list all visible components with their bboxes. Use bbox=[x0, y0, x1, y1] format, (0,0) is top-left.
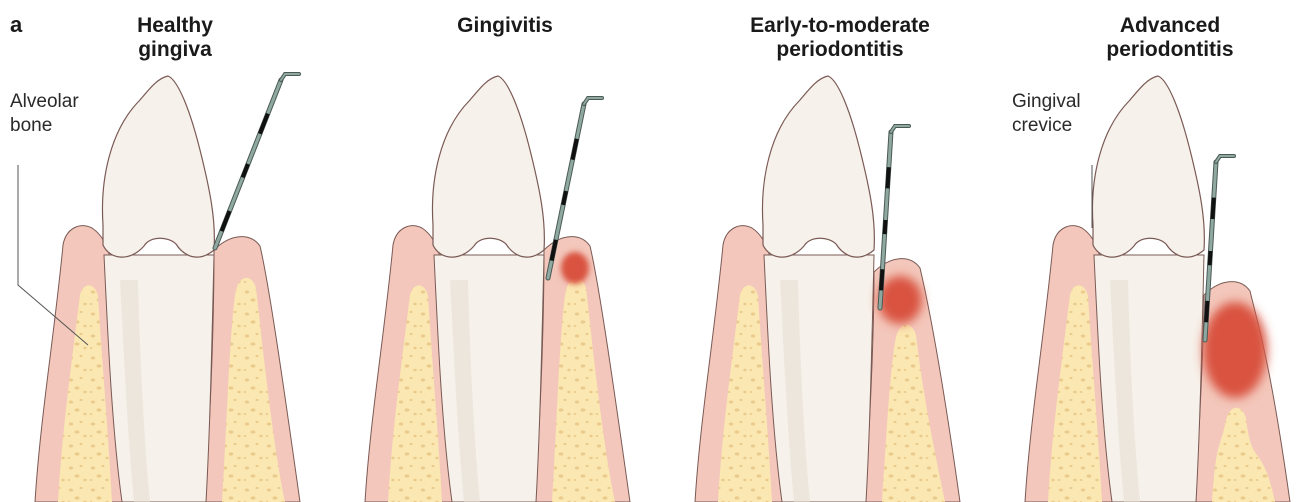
stage-illustration-healthy bbox=[35, 74, 300, 502]
inflammation-area bbox=[561, 252, 589, 284]
inflammation-area bbox=[878, 276, 922, 324]
tooth-root bbox=[104, 255, 214, 502]
probe-mark bbox=[260, 114, 268, 134]
probe-mark bbox=[881, 269, 882, 290]
tooth-crown bbox=[432, 76, 544, 257]
probe-mark bbox=[243, 164, 248, 177]
tooth-crown bbox=[1092, 76, 1204, 257]
probe-mark bbox=[222, 211, 230, 231]
stage-title-gingivitis: Gingivitis bbox=[420, 14, 590, 38]
tooth-root bbox=[1094, 255, 1204, 502]
probe-mark bbox=[563, 191, 566, 205]
tooth-root bbox=[434, 255, 544, 502]
inflammation-area bbox=[1203, 302, 1267, 398]
stage-title-healthy: Healthy gingiva bbox=[90, 14, 260, 62]
label-gingival-crevice: Gingival crevice bbox=[1012, 90, 1081, 138]
probe-mark bbox=[1206, 301, 1207, 322]
tooth-crown bbox=[102, 76, 214, 257]
probe-mark bbox=[1210, 251, 1211, 265]
stage-illustration-advanced-periodontitis bbox=[1025, 76, 1290, 502]
panel-letter: a bbox=[10, 12, 22, 38]
probe-mark bbox=[572, 139, 576, 160]
stage-title-advanced-periodontitis: Advanced periodontitis bbox=[1085, 14, 1255, 62]
stage-illustration-gingivitis bbox=[365, 76, 630, 502]
periodontal-probe bbox=[215, 74, 299, 248]
probe-mark bbox=[887, 167, 888, 188]
stage-title-early-periodontitis: Early-to-moderate periodontitis bbox=[710, 14, 970, 62]
tooth-crown bbox=[762, 76, 874, 257]
label-alveolar-bone: Alveolar bone bbox=[10, 90, 79, 138]
tooth-root bbox=[764, 255, 874, 502]
probe-mark bbox=[1212, 198, 1213, 219]
probe-mark bbox=[885, 220, 886, 234]
stage-illustration-early-periodontitis bbox=[695, 76, 960, 502]
